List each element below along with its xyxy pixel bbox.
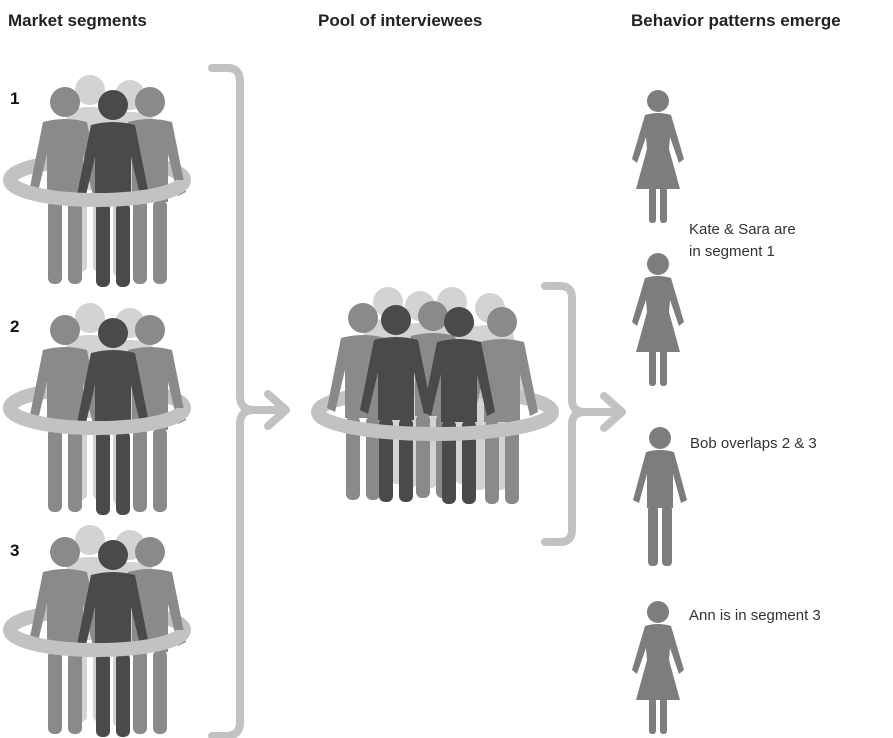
arrow-to-pool-icon [242,390,290,430]
segments-bracket [208,64,258,738]
segment-group-2-icon [3,303,191,515]
segment-number-2: 2 [10,317,19,336]
interviewee-pool-icon [311,287,559,504]
header-pool-of-interviewees: Pool of interviewees [318,11,482,30]
persona-sara-icon [632,253,684,386]
arrow-to-patterns-icon [582,392,626,432]
persona-ann-icon [632,601,684,734]
segment-group-1-icon [3,75,191,287]
header-behavior-patterns: Behavior patterns emerge [631,11,841,30]
annotation-bob: Bob overlaps 2 & 3 [690,435,817,452]
segment-number-1: 1 [10,89,19,108]
annotation-kate-sara-line2: in segment 1 [689,243,775,260]
segment-group-3-icon [3,525,191,737]
segment-number-3: 3 [10,541,19,560]
persona-kate-icon [632,90,684,223]
annotation-kate-sara-line1: Kate & Sara are [689,221,796,238]
header-market-segments: Market segments [8,11,147,30]
annotation-ann: Ann is in segment 3 [689,607,821,624]
persona-bob-icon [633,427,687,566]
